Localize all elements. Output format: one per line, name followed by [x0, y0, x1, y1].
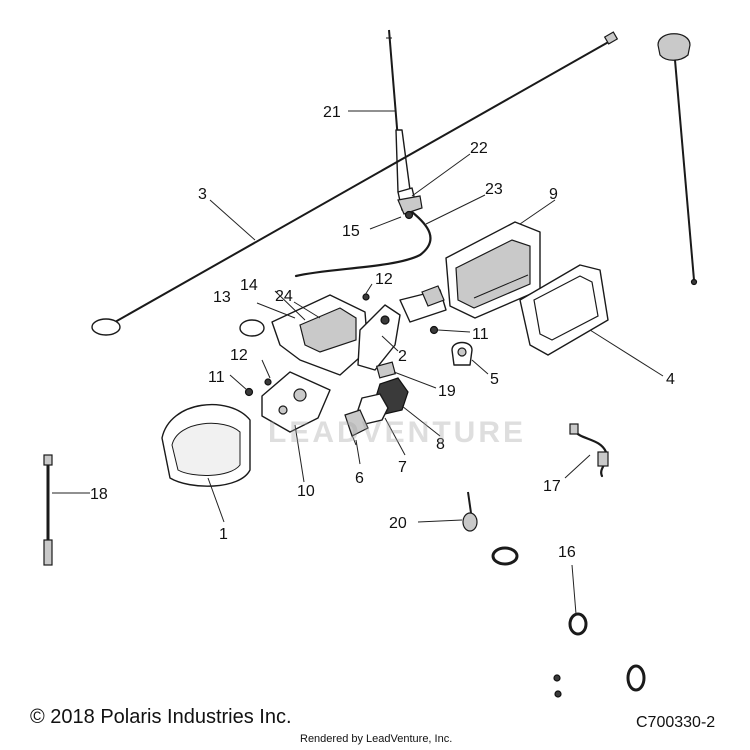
callout-21: 21: [323, 104, 341, 121]
callout-11a: 11: [472, 326, 489, 343]
callout-24: 24: [275, 288, 293, 305]
socket-part: [451, 341, 473, 366]
rendered-by-text: Rendered by LeadVenture, Inc.: [300, 733, 453, 745]
antenna-cable-part: [294, 210, 432, 278]
callout-3: 3: [198, 186, 207, 203]
nut-part-15: [404, 210, 414, 220]
callout-8: 8: [436, 436, 445, 453]
callout-13: 13: [213, 289, 231, 306]
callout-5: 5: [490, 371, 499, 388]
probe-part: [43, 454, 53, 566]
callout-22: 22: [470, 140, 488, 157]
nut-part-11b: [244, 387, 254, 397]
screw-part-12b: [264, 378, 272, 386]
loop-part-a: [491, 546, 519, 566]
antenna-mast-part: [386, 29, 417, 211]
callout-14: 14: [240, 277, 258, 294]
callout-labels: 21 22 3 23 9 15 12 14 24 13 11 2 12 5 4 …: [90, 104, 675, 561]
display-bezel-part: [519, 264, 609, 356]
loop-part-16: [568, 612, 588, 636]
callout-1: 1: [219, 526, 228, 543]
callout-12b: 12: [230, 347, 248, 364]
callout-10: 10: [297, 483, 315, 500]
callout-7: 7: [398, 459, 407, 476]
callout-19: 19: [438, 383, 456, 400]
leader-lines: [52, 110, 664, 615]
nut-part-11a: [429, 325, 439, 335]
callout-9: 9: [549, 186, 558, 203]
mounting-plate-part: [261, 371, 331, 433]
connector-part: [375, 361, 397, 379]
loop-part-b: [626, 664, 646, 692]
switch-part-7: [357, 393, 389, 425]
copyright-text: © 2018 Polaris Industries Inc.: [30, 706, 292, 728]
display-unit-part: [445, 221, 541, 319]
clip-ring-part: [239, 319, 265, 337]
screw-part-12a: [362, 293, 370, 301]
key-switch-part: [344, 409, 369, 446]
callout-23: 23: [485, 181, 503, 198]
gauge-cluster-part: [161, 403, 251, 487]
watermark: LEADVENTURE: [268, 416, 527, 449]
whip-antenna-part: [657, 33, 698, 286]
screw-part-bottom-b: [554, 690, 562, 698]
callout-20: 20: [389, 515, 407, 532]
callout-18: 18: [90, 486, 108, 503]
callout-12a: 12: [375, 271, 393, 288]
callout-15: 15: [342, 223, 360, 240]
callout-17: 17: [543, 478, 561, 495]
callout-16: 16: [558, 544, 576, 561]
cable-tie-part: [462, 491, 478, 532]
antenna-base-part: [397, 195, 423, 215]
callout-11b: 11: [208, 369, 225, 386]
callout-4: 4: [666, 371, 675, 388]
main-bracket-part: [271, 285, 447, 376]
screw-part-bottom-a: [553, 674, 561, 682]
wire-harness-part: [569, 423, 609, 478]
long-cable-part: [91, 31, 619, 336]
callout-6: 6: [355, 470, 364, 487]
callout-2: 2: [398, 348, 407, 365]
drawing-code: C700330-2: [636, 714, 716, 731]
